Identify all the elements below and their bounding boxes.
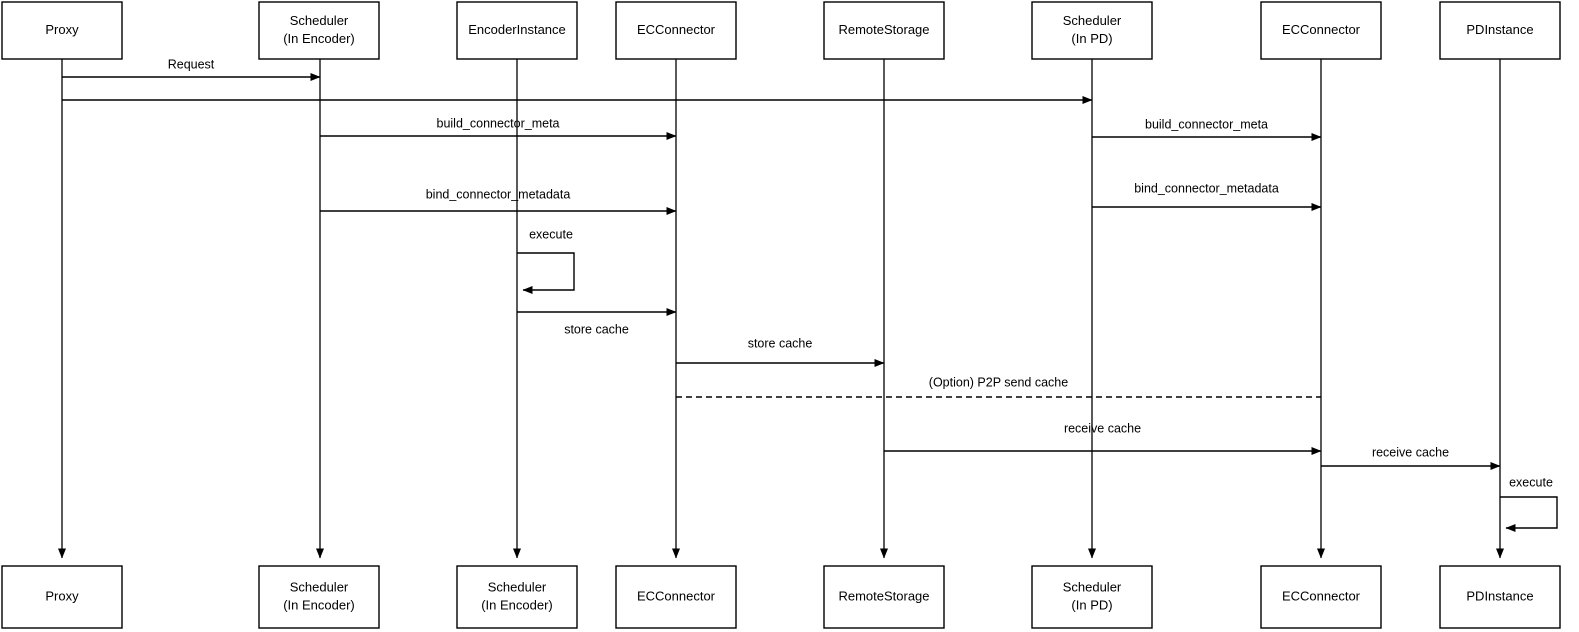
participant-label-ecconn_pd: ECConnector (1282, 588, 1361, 603)
participant-box-rect-encoder_inst (456, 1, 578, 60)
participant-box-bottom-ecconn_enc[interactable]: ECConnector (615, 565, 737, 629)
participant-label-ecconn_enc: ECConnector (637, 588, 716, 603)
participant-label-proxy: Proxy (45, 588, 79, 603)
participant-label-sched_enc-line2: (In Encoder) (283, 597, 355, 612)
self-messages-group: execute execute (517, 227, 1558, 532)
participant-box-rect-ecconn_pd (1260, 565, 1382, 629)
self-message-loop-s1 (517, 252, 575, 294)
participant-box-top-ecconn_pd[interactable]: ECConnector (1260, 1, 1382, 60)
participant-label-ecconn_pd: ECConnector (1282, 22, 1361, 37)
participant-label-sched_pd-line2: (In PD) (1071, 31, 1112, 46)
participant-box-rect-sched_enc (258, 1, 380, 60)
participant-box-rect-ecconn_enc (615, 565, 737, 629)
participant-box-rect-pd_inst (1439, 1, 1561, 60)
participant-label-sched_enc-line2: (In Encoder) (283, 31, 355, 46)
participant-box-rect-proxy (1, 1, 123, 60)
message-label-m1: Request (168, 57, 215, 71)
participant-box-rect-remote (823, 565, 945, 629)
self-message-label-s2: execute (1509, 475, 1553, 489)
message-label-m9: (Option) P2P send cache (929, 375, 1068, 389)
participant-label-encoder_inst: EncoderInstance (468, 22, 566, 37)
message-label-m6: bind_connector_metadata (1134, 181, 1279, 195)
participant-label-encoder_inst-line2: (In Encoder) (481, 597, 553, 612)
message-label-m7: store cache (564, 322, 629, 336)
participant-box-rect-remote (823, 1, 945, 60)
participant-box-rect-proxy (1, 565, 123, 629)
participant-box-rect-sched_pd (1031, 1, 1153, 60)
participant-box-bottom-proxy[interactable]: Proxy (1, 565, 123, 629)
message-label-m3: build_connector_meta (437, 116, 560, 130)
message-label-m4: build_connector_meta (1145, 117, 1268, 131)
participant-label-sched_pd-line1: Scheduler (1063, 579, 1122, 594)
participant-box-top-remote[interactable]: RemoteStorage (823, 1, 945, 60)
lifelines-group (58, 59, 1504, 559)
participant-label-sched_pd-line1: Scheduler (1063, 13, 1122, 28)
participant-box-rect-ecconn_enc (615, 1, 737, 60)
participant-label-proxy: Proxy (45, 22, 79, 37)
message-label-m11: receive cache (1372, 445, 1449, 459)
participant-box-top-pd_inst[interactable]: PDInstance (1439, 1, 1561, 60)
participant-box-rect-sched_pd (1031, 565, 1153, 629)
self-message-loop-s2 (1500, 496, 1558, 532)
participant-box-rect-ecconn_pd (1260, 1, 1382, 60)
participant-box-top-sched_pd[interactable]: Scheduler (In PD) (1031, 1, 1153, 60)
participant-label-encoder_inst-line1: Scheduler (488, 579, 547, 594)
participant-label-remote: RemoteStorage (838, 22, 929, 37)
messages-group: Request build_connector_meta build_connect… (62, 57, 1501, 470)
participant-box-top-proxy[interactable]: Proxy (1, 1, 123, 60)
participant-box-bottom-ecconn_pd[interactable]: ECConnector (1260, 565, 1382, 629)
participant-label-sched_enc-line1: Scheduler (290, 13, 349, 28)
participant-box-bottom-sched_enc[interactable]: Scheduler (In Encoder) (258, 565, 380, 629)
message-label-m8: store cache (748, 336, 813, 350)
participant-box-top-encoder_inst[interactable]: EncoderInstance (456, 1, 578, 60)
message-label-m5: bind_connector_metadata (426, 187, 571, 201)
participant-label-sched_enc-line1: Scheduler (290, 579, 349, 594)
participant-bottom-boxes: Proxy Scheduler (In Encoder) Scheduler (In E… (1, 565, 1561, 629)
message-label-m10: receive cache (1064, 421, 1141, 435)
participant-box-top-sched_enc[interactable]: Scheduler (In Encoder) (258, 1, 380, 60)
participant-label-remote: RemoteStorage (838, 588, 929, 603)
participant-top-boxes: Proxy Scheduler (In Encoder) EncoderInstanc… (1, 1, 1561, 60)
participant-label-ecconn_enc: ECConnector (637, 22, 716, 37)
participant-label-pd_inst: PDInstance (1466, 588, 1533, 603)
participant-box-rect-encoder_inst (456, 565, 578, 629)
participant-box-bottom-encoder_inst[interactable]: Scheduler (In Encoder) (456, 565, 578, 629)
participant-box-top-ecconn_enc[interactable]: ECConnector (615, 1, 737, 60)
participant-box-bottom-sched_pd[interactable]: Scheduler (In PD) (1031, 565, 1153, 629)
participant-box-bottom-pd_inst[interactable]: PDInstance (1439, 565, 1561, 629)
participant-box-rect-sched_enc (258, 565, 380, 629)
participant-box-rect-pd_inst (1439, 565, 1561, 629)
participant-box-bottom-remote[interactable]: RemoteStorage (823, 565, 945, 629)
participant-label-sched_pd-line2: (In PD) (1071, 597, 1112, 612)
participant-label-pd_inst: PDInstance (1466, 22, 1533, 37)
self-message-label-s1: execute (529, 227, 573, 241)
